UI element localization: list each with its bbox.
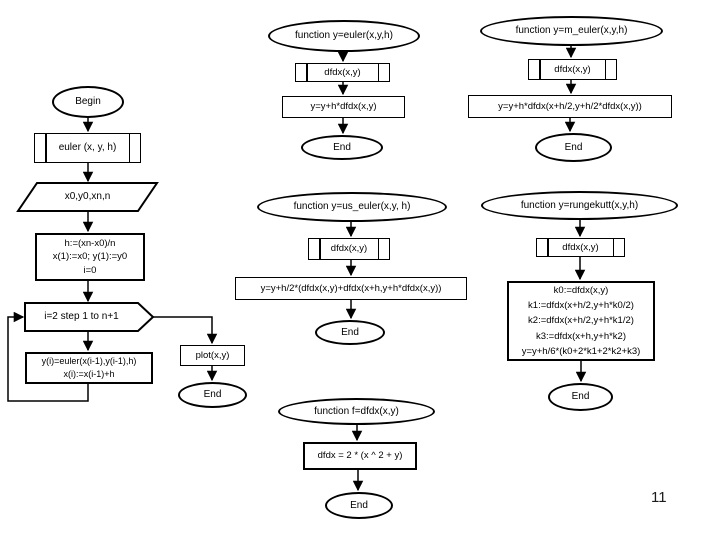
loop-pentagon xyxy=(24,302,155,332)
rungekutt-fn-step-process: k0:=dfdx(x,y) k1:=dfdx(x+h/2,y+h*k0/2) k… xyxy=(507,281,655,361)
slide-page-number: 11 xyxy=(651,489,667,506)
rungekutt-fn-call-dfdx: dfdx(x,y) xyxy=(536,238,625,257)
main-begin-terminal: Begin xyxy=(52,86,124,118)
main-loop-label: i=2 step 1 to n+1 xyxy=(44,311,119,322)
euler-fn-call-dfdx: dfdx(x,y) xyxy=(295,63,390,82)
us-euler-fn-call-dfdx: dfdx(x,y) xyxy=(308,238,390,260)
m-euler-fn-step-process: y=y+h*dfdx(x+h/2,y+h/2*dfdx(x,y)) xyxy=(468,95,672,118)
main-init-process: h:=(xn-x0)/n x(1):=x0; y(1):=y0 i=0 xyxy=(35,233,145,281)
us-euler-fn-terminal: function y=us_euler(x,y, h) xyxy=(257,192,447,222)
main-end-terminal: End xyxy=(178,382,247,408)
dfdx-fn-terminal: function f=dfdx(x,y) xyxy=(278,398,435,425)
main-loop-body-process: y(i)=euler(x(i-1),y(i-1),h) x(i):=x(i-1)… xyxy=(25,352,153,384)
m-euler-fn-call-dfdx: dfdx(x,y) xyxy=(528,59,617,80)
rungekutt-fn-terminal: function y=rungekutt(x,y,h) xyxy=(481,191,678,220)
main-plot-process: plot(x,y) xyxy=(180,345,245,366)
dfdx-fn-end-terminal: End xyxy=(325,492,393,519)
us-euler-fn-end-terminal: End xyxy=(315,320,385,345)
euler-fn-end-terminal: End xyxy=(301,135,383,160)
dfdx-fn-step-process: dfdx = 2 * (x ^ 2 + y) xyxy=(303,442,417,470)
rungekutt-fn-end-terminal: End xyxy=(548,383,613,411)
euler-fn-terminal: function y=euler(x,y,h) xyxy=(268,20,420,52)
m-euler-fn-terminal: function y=m_euler(x,y,h) xyxy=(480,16,663,46)
m-euler-fn-end-terminal: End xyxy=(535,133,612,162)
main-input-label: x0,y0,xn,n xyxy=(64,191,111,202)
main-call-euler-subroutine: euler (x, y, h) xyxy=(34,133,141,163)
euler-fn-step-process: y=y+h*dfdx(x,y) xyxy=(282,96,405,118)
us-euler-fn-step-process: y=y+h/2*(dfdx(x,y)+dfdx(x+h,y+h*dfdx(x,y… xyxy=(235,277,467,300)
input-parallelogram xyxy=(16,182,159,212)
